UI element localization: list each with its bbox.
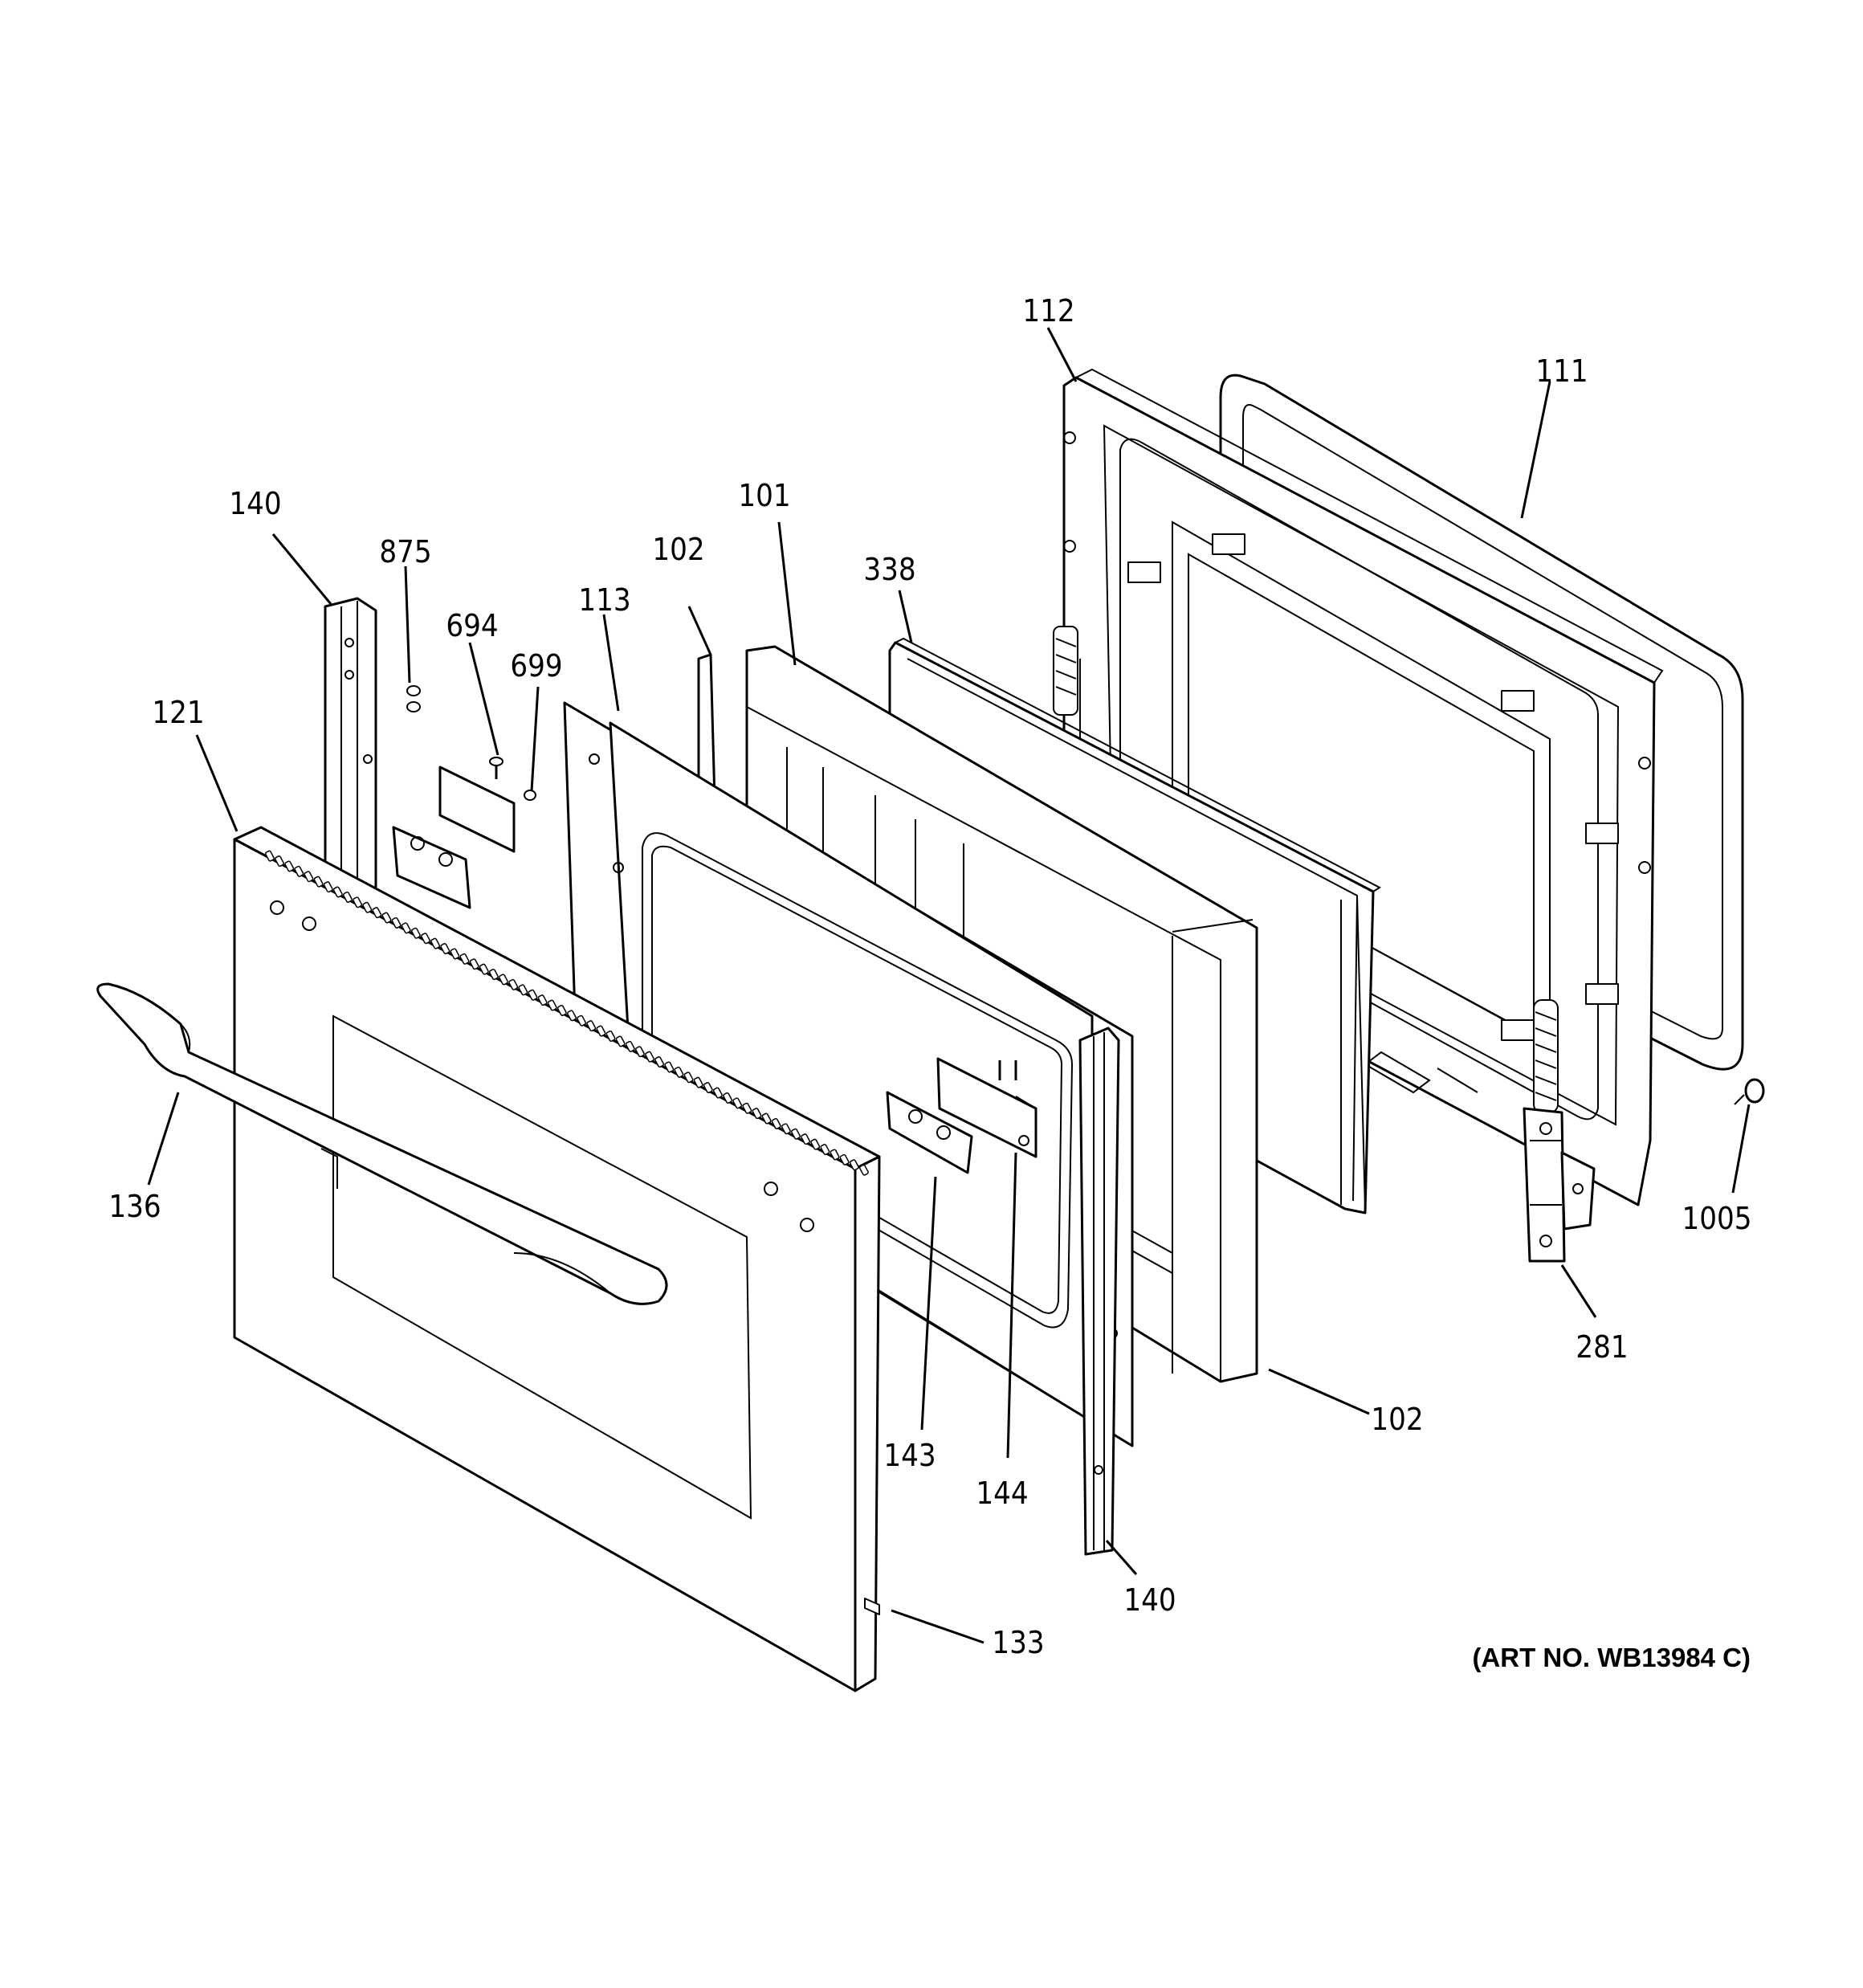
callout-694: 694 xyxy=(446,608,498,643)
callout-112: 112 xyxy=(1022,293,1074,329)
vent-slot xyxy=(284,860,295,872)
vent-slot xyxy=(605,1030,616,1042)
screw-1005 xyxy=(1734,1078,1765,1105)
bracket-143 xyxy=(886,1091,973,1174)
vent-slot xyxy=(634,1046,645,1058)
vent-slot xyxy=(518,984,528,996)
vent-slot xyxy=(830,1149,840,1161)
vent-slot xyxy=(556,1004,567,1016)
vent-slot xyxy=(528,989,538,1001)
vent-slot xyxy=(421,933,430,945)
callout-338: 338 xyxy=(863,552,915,587)
vent-slot xyxy=(479,963,489,975)
vent-slot xyxy=(645,1051,654,1063)
vent-slot xyxy=(508,978,519,990)
vent-slot xyxy=(547,999,557,1011)
side-channel-140-left xyxy=(324,597,377,909)
vent-slot xyxy=(577,1014,587,1027)
vent-slot xyxy=(264,850,275,862)
vent-slot xyxy=(693,1076,703,1088)
callout-144: 144 xyxy=(976,1476,1028,1511)
vent-slot xyxy=(615,1035,626,1047)
vent-slot xyxy=(820,1144,830,1156)
vent-slot xyxy=(342,891,353,903)
vent-slot xyxy=(712,1087,723,1099)
vent-slot xyxy=(353,896,363,908)
vent-slot xyxy=(537,994,548,1006)
vent-slot xyxy=(810,1138,821,1150)
vent-slots xyxy=(264,850,869,1176)
callout-699: 699 xyxy=(510,648,562,684)
vent-slot xyxy=(858,1164,869,1176)
outer-door-panel-121 xyxy=(233,826,881,1692)
bracket-144 xyxy=(936,1057,1037,1158)
vent-slot xyxy=(294,865,304,877)
vent-slot xyxy=(410,927,421,939)
vent-slot xyxy=(332,886,343,898)
vent-slot xyxy=(654,1056,665,1068)
vent-slot xyxy=(801,1133,811,1145)
vent-slot xyxy=(771,1117,781,1129)
vent-slot xyxy=(781,1123,791,1135)
vent-slot xyxy=(596,1025,606,1037)
callout-143: 143 xyxy=(883,1438,936,1473)
vent-slot xyxy=(761,1112,772,1125)
vent-slot xyxy=(488,969,499,981)
vent-slot xyxy=(323,881,333,893)
clip-133 xyxy=(864,1598,880,1615)
vent-slot xyxy=(313,876,324,888)
callout-281: 281 xyxy=(1576,1329,1628,1365)
screw-699 xyxy=(524,790,536,801)
art-number: (ART NO. WB13984 C) xyxy=(1472,1643,1751,1672)
callout-1005: 1005 xyxy=(1682,1201,1752,1236)
vent-slot xyxy=(469,958,479,970)
vent-slot xyxy=(440,943,450,955)
callout-111: 111 xyxy=(1535,353,1588,389)
leader-lines xyxy=(147,327,1751,1644)
vent-slot xyxy=(450,948,460,960)
vent-slot xyxy=(683,1072,694,1084)
callout-136: 136 xyxy=(108,1189,161,1224)
door-handle-136 xyxy=(96,982,668,1305)
side-channel-140-right xyxy=(1078,1027,1120,1556)
callout-102-bottom: 102 xyxy=(1371,1402,1423,1437)
screws-875 xyxy=(406,685,421,712)
vent-slot xyxy=(459,953,470,965)
callout-labels: 112 111 140 875 101 102 338 694 113 699 … xyxy=(108,293,1751,1660)
vent-slot xyxy=(275,855,284,867)
vent-slot xyxy=(664,1061,675,1073)
vent-slot xyxy=(567,1010,577,1022)
callout-875: 875 xyxy=(379,534,431,569)
callout-121: 121 xyxy=(152,695,204,730)
vent-slot xyxy=(401,922,411,934)
callout-140-bottom: 140 xyxy=(1123,1582,1176,1618)
vent-slot xyxy=(362,901,373,913)
vent-slot xyxy=(391,916,402,929)
vent-slot xyxy=(674,1066,684,1078)
vent-slot xyxy=(499,974,508,986)
callout-102-top: 102 xyxy=(652,532,704,567)
vent-slot xyxy=(381,912,392,924)
vent-slot xyxy=(625,1040,635,1052)
inner-door-frame-112 xyxy=(1053,368,1664,1206)
vent-slot xyxy=(732,1097,743,1109)
door-hinge-281 xyxy=(1523,999,1596,1263)
callout-113: 113 xyxy=(578,582,630,618)
vent-slot xyxy=(791,1128,801,1140)
vent-slot xyxy=(752,1108,762,1120)
vent-slot xyxy=(723,1092,733,1104)
vent-slot xyxy=(849,1159,859,1171)
vent-slot xyxy=(703,1082,713,1094)
hinge-plate-694 xyxy=(392,757,516,909)
vent-slot xyxy=(839,1153,850,1165)
callout-101: 101 xyxy=(738,478,790,513)
vent-slot xyxy=(586,1020,597,1032)
callout-140-top: 140 xyxy=(229,486,281,521)
callout-133: 133 xyxy=(992,1625,1044,1660)
vent-slot xyxy=(372,907,382,919)
vent-slot xyxy=(742,1102,752,1114)
vent-slot xyxy=(430,937,441,949)
vent-slot xyxy=(304,871,314,883)
